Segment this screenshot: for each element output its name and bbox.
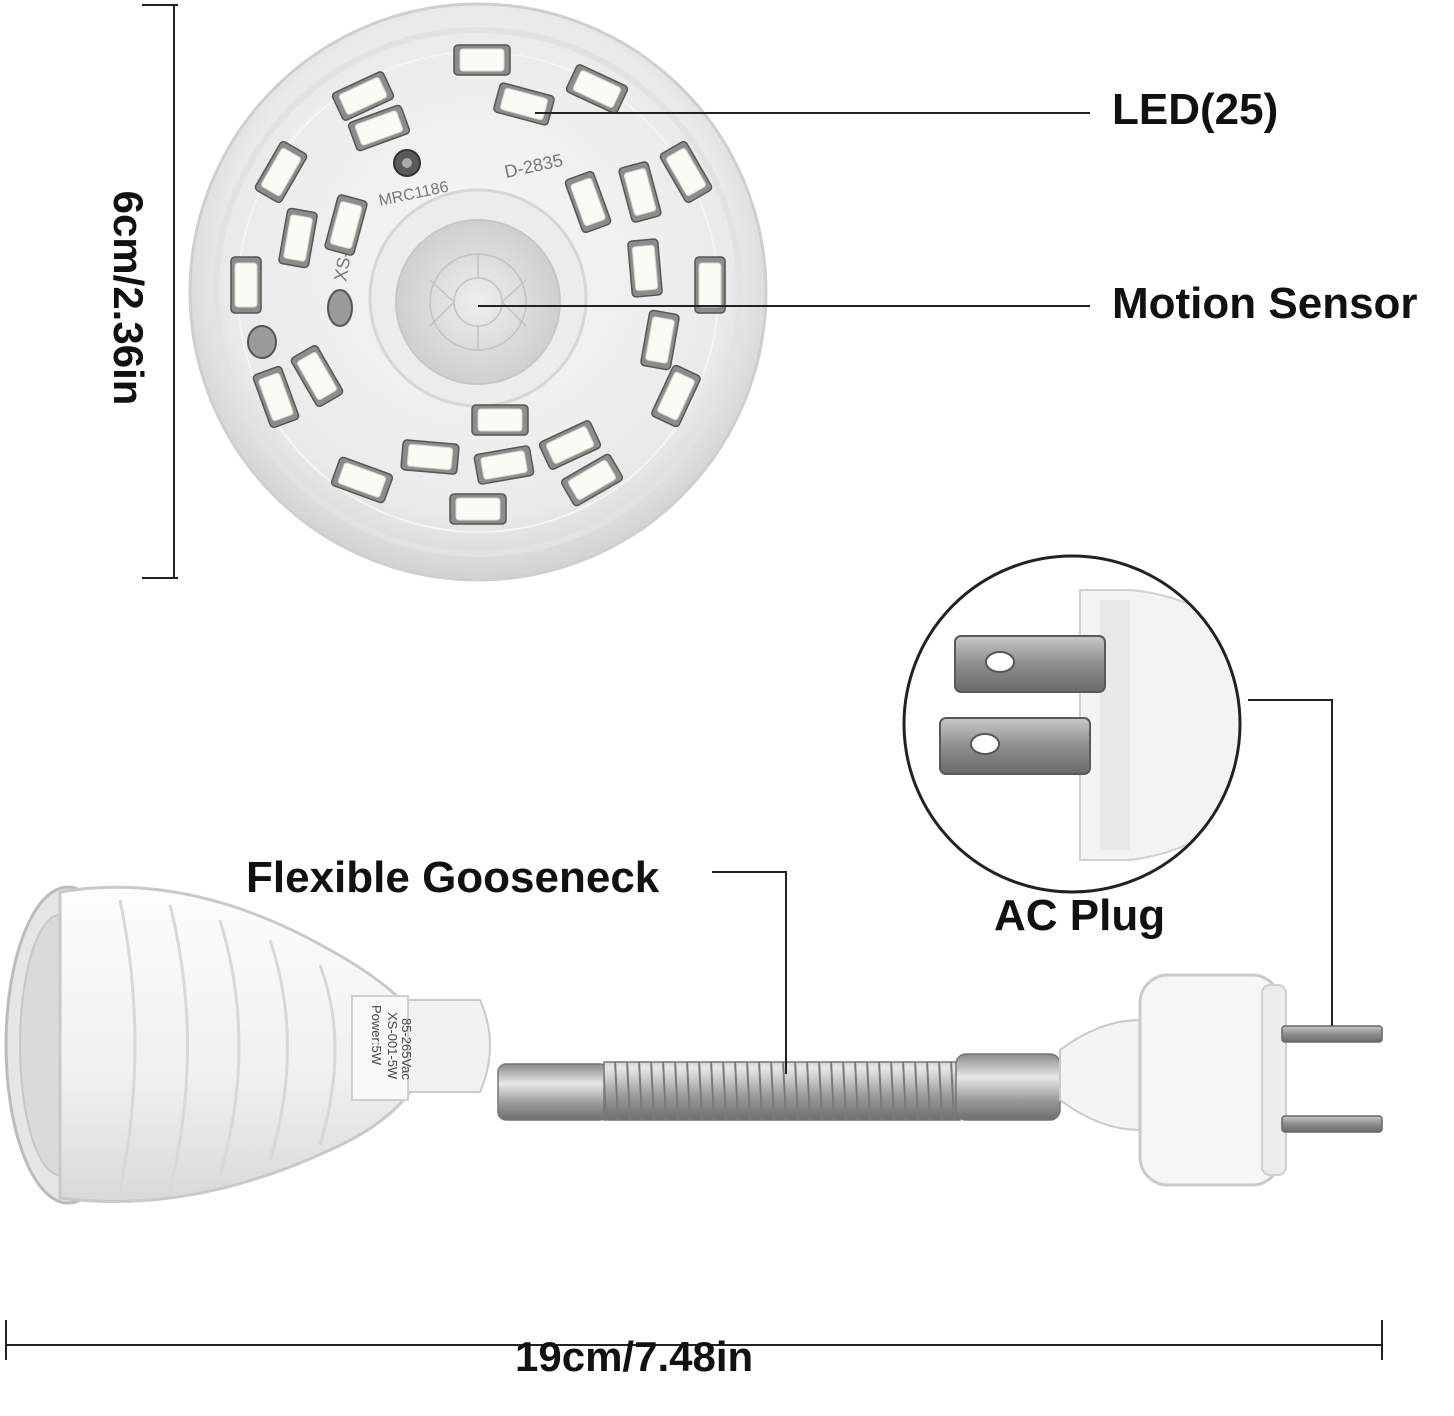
led-chip bbox=[290, 344, 344, 408]
ac-plug-detail bbox=[902, 554, 1242, 894]
led-chip bbox=[565, 64, 629, 114]
plug-collar bbox=[1059, 1018, 1141, 1132]
model-text: XS-001-5W bbox=[385, 1012, 400, 1080]
prong-bottom bbox=[939, 717, 1091, 775]
plug-housing bbox=[1138, 973, 1282, 1187]
led-chip bbox=[252, 365, 300, 429]
housing-ribs bbox=[118, 899, 337, 1191]
led-chip bbox=[400, 439, 460, 475]
led-chip bbox=[278, 207, 318, 269]
prong-top bbox=[954, 635, 1106, 693]
led-chip bbox=[560, 453, 624, 507]
width-dimension-label: 19cm/7.48in bbox=[515, 1333, 754, 1380]
led-disc: MRC1186 D-2835 XS- bbox=[188, 2, 768, 582]
height-dimension-label: 6cm/2.36in bbox=[105, 190, 152, 406]
led-chip bbox=[493, 82, 555, 126]
led-chip bbox=[659, 140, 713, 204]
ac-plug-label: AC Plug bbox=[994, 891, 1166, 940]
led-chip bbox=[651, 364, 701, 428]
led-chip bbox=[453, 44, 511, 76]
voltage-text: 85-265Vac bbox=[399, 1018, 414, 1080]
gooseneck-lamp: Power:5W XS-001-5W 85-265Vac bbox=[4, 885, 1383, 1205]
led-chip bbox=[324, 194, 368, 256]
led-chip bbox=[254, 140, 308, 204]
fresnel-pattern bbox=[429, 253, 527, 351]
led-chip bbox=[538, 420, 602, 470]
lamp-label-text: Power:5W XS-001-5W 85-265Vac bbox=[369, 1005, 414, 1080]
led-chip bbox=[449, 493, 507, 525]
gooseneck-coil bbox=[603, 1061, 961, 1121]
led-label: LED(25) bbox=[1112, 85, 1279, 134]
led-chip bbox=[330, 456, 394, 504]
led-chip bbox=[230, 256, 262, 314]
motion-sensor-lens bbox=[395, 219, 561, 385]
led-chip bbox=[347, 104, 411, 152]
led-chip bbox=[331, 71, 395, 121]
led-chip bbox=[471, 404, 529, 436]
led-chip bbox=[618, 161, 662, 223]
led-chip bbox=[627, 238, 663, 298]
tube-collar-left bbox=[497, 1063, 609, 1121]
solder-point-icon bbox=[327, 289, 353, 327]
gooseneck-callout-line bbox=[712, 871, 787, 1074]
ac-plug-callout-line bbox=[1248, 699, 1333, 1036]
solder-point-icon bbox=[247, 325, 277, 359]
motion-sensor-label: Motion Sensor bbox=[1112, 279, 1418, 328]
tube-collar-right bbox=[955, 1053, 1061, 1121]
led-chip bbox=[473, 445, 535, 485]
power-text: Power:5W bbox=[369, 1005, 384, 1066]
led-chip bbox=[694, 256, 726, 314]
led-chip-group bbox=[230, 44, 726, 525]
gooseneck-label: Flexible Gooseneck bbox=[246, 853, 660, 902]
plug-prong-top bbox=[1281, 1025, 1383, 1043]
plug-prong-bottom bbox=[1281, 1115, 1383, 1133]
led-chip bbox=[564, 170, 612, 234]
width-dimension bbox=[5, 1320, 1383, 1360]
led-chip bbox=[640, 309, 680, 371]
height-dimension bbox=[142, 4, 178, 579]
